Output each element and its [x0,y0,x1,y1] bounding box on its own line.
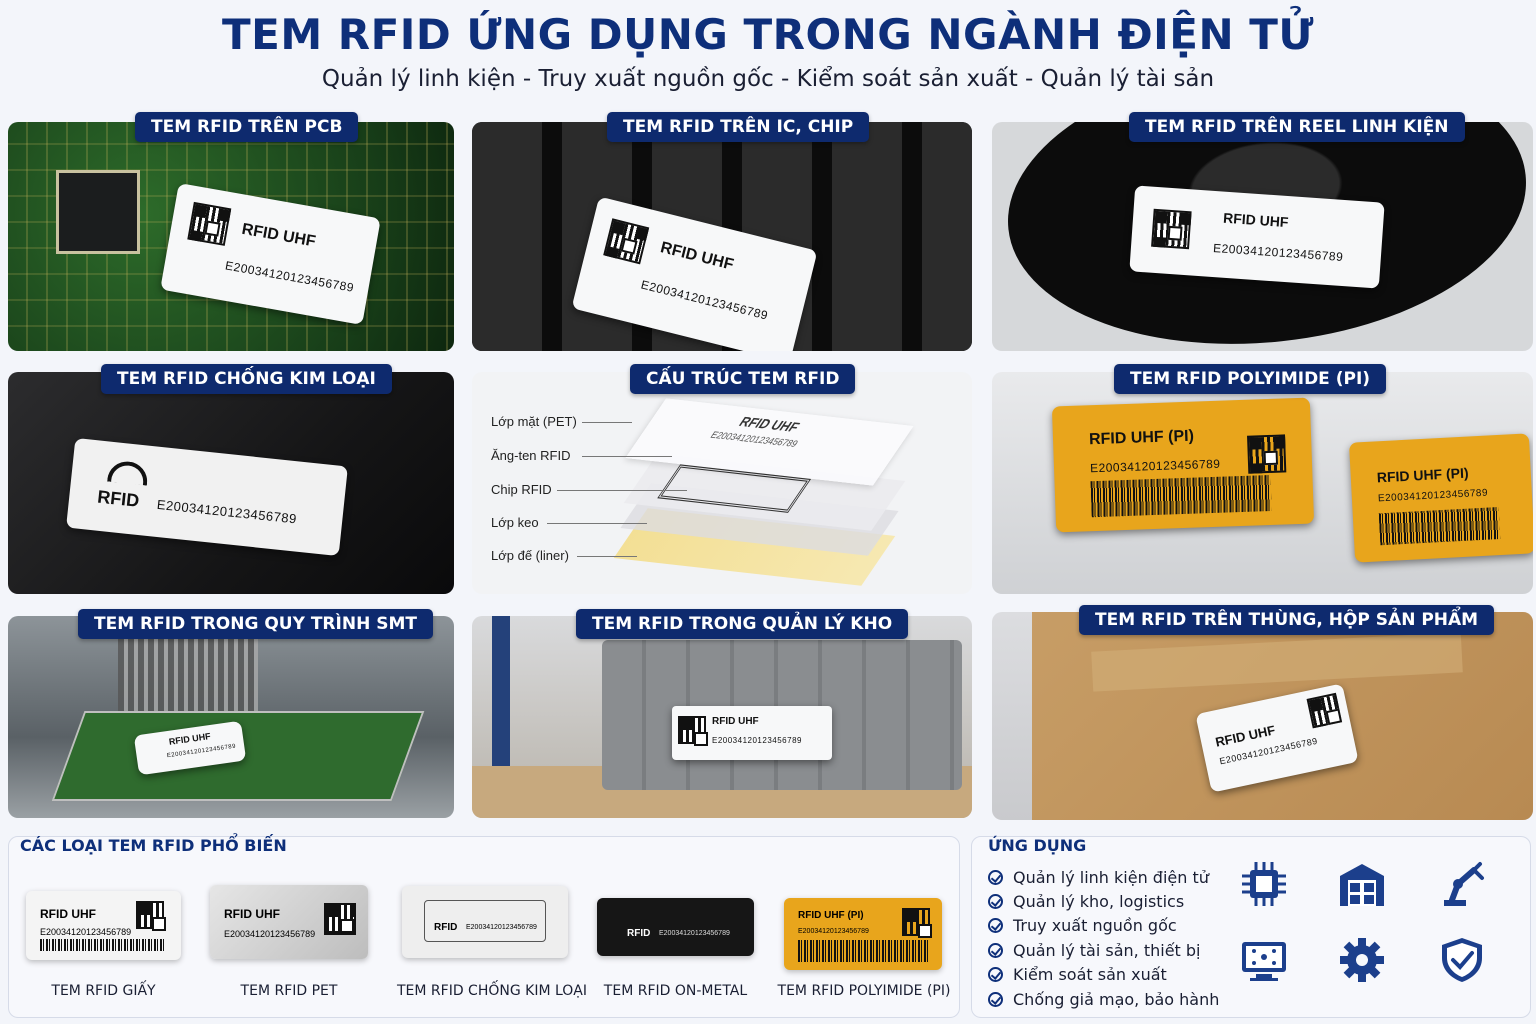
qr-code-icon [902,908,932,938]
tag-paper: RFID UHF E20034120123456789 [26,891,181,960]
qr-code-icon [136,901,166,931]
barcode-icon [1378,507,1501,546]
tag-polyimide: RFID UHF (PI) E20034120123456789 [784,898,942,970]
qr-code-icon [603,218,650,265]
layer-label-liner: Lớp đế (liner) [491,548,569,563]
caption-anti-metal: TEM RFID CHỐNG KIM LOẠI [396,983,588,999]
qr-code-icon [1151,208,1192,250]
panel-structure: RFID UHF E20034120123456789 [472,372,972,594]
caption-pet: TEM RFID PET [240,983,338,999]
monitor-network-icon [1242,942,1286,981]
chip-image [56,170,140,254]
panel-label-pcb: TEM RFID TRÊN PCB [135,112,359,142]
panel-label-structure: CẤU TRÚC TEM RFID [630,364,856,394]
storage-crate: RFID UHF E20034120123456789 [602,640,962,790]
tag-code: E20034120123456789 [1377,487,1489,505]
caption-polyimide: TEM RFID POLYIMIDE (PI) [777,983,951,999]
layer-label-face: Lớp mặt (PET) [491,414,577,429]
panel-pcb: RFID UHF E20034120123456789 [8,122,454,351]
tag-title: RFID UHF [712,716,759,727]
qr-code-icon [678,716,708,746]
app-item: Truy xuất nguồn gốc [988,916,1177,935]
panel-label-warehouse: TEM RFID TRONG QUẢN LÝ KHO [576,609,909,639]
rfid-tag-pi: RFID UHF (PI) E20034120123456789 [1051,397,1315,533]
rfid-tag-pi-2: RFID UHF (PI) E20034120123456789 [1348,433,1533,563]
tag-code: E20034120123456789 [1089,456,1221,476]
barcode-icon [40,939,166,951]
check-icon [988,918,1003,933]
check-icon [988,967,1003,982]
shield-check-icon [1442,938,1482,982]
tag-title: RFID [96,486,141,511]
rfid-tag: RFID E20034120123456789 [66,437,348,557]
tag-pet: RFID UHF E20034120123456789 [210,885,368,959]
qr-code-icon [187,201,232,246]
panel-label-ic-chip: TEM RFID TRÊN IC, CHIP [607,112,870,142]
rfid-signal-icon [107,459,150,486]
rfid-tag: RFID UHF E20034120123456789 [672,706,832,760]
app-item: Quản lý kho, logistics [988,892,1184,911]
tag-code: E20034120123456789 [712,736,802,745]
robot-arm-icon [1444,862,1484,906]
tag-title: RFID UHF (PI) [1376,464,1469,486]
layer-label-chip: Chip RFID [491,482,552,497]
tag-code: E20034120123456789 [156,496,298,527]
tag-title: RFID UHF [658,239,736,274]
qr-code-icon [1247,434,1287,474]
tag-title: RFID UHF (PI) [1088,427,1195,449]
barcode-icon [1090,474,1272,518]
check-icon [988,943,1003,958]
app-item: Quản lý linh kiện điện tử [988,868,1209,887]
panel-polyimide: RFID UHF (PI) E20034120123456789 RFID UH… [992,372,1533,594]
qr-code-icon [324,903,356,935]
caption-on-metal: TEM RFID ON-METAL [603,983,748,999]
check-icon [988,894,1003,909]
applications-section [971,836,1531,1018]
panel-label-anti-metal: TEM RFID CHỐNG KIM LOẠI [101,364,392,394]
page-title: TEM RFID ỨNG DỤNG TRONG NGÀNH ĐIỆN TỬ [222,10,1314,59]
app-item: Quản lý tài sản, thiết bị [988,941,1201,960]
panel-label-smt: TEM RFID TRONG QUY TRÌNH SMT [78,609,433,639]
tag-title: RFID UHF [735,413,803,435]
tag-title: RFID UHF [240,220,317,251]
panel-label-polyimide: TEM RFID POLYIMIDE (PI) [1114,364,1387,394]
check-icon [988,870,1003,885]
qr-code-icon [1306,692,1343,729]
app-item: Kiểm soát sản xuất [988,965,1167,984]
panel-warehouse: RFID UHF E20034120123456789 [472,616,972,818]
tag-code: E20034120123456789 [639,277,770,323]
rfid-tag: RFID UHF E20034120123456789 [1129,185,1385,289]
layer-label-adhesive: Lớp keo [491,515,539,530]
layer-label-antenna: Ăng-ten RFID [491,448,571,463]
tag-title: RFID UHF [168,731,212,747]
panel-box: RFID UHF E20034120123456789 [992,612,1533,820]
page-subtitle: Quản lý linh kiện - Truy xuất nguồn gốc … [321,66,1215,92]
types-section-title: CÁC LOẠI TEM RFID PHỔ BIẾN [20,836,287,855]
panel-anti-metal: RFID E20034120123456789 [8,372,454,594]
app-item: Chống giả mạo, bảo hành [988,990,1219,1009]
panel-reel: RFID UHF E20034120123456789 [992,122,1533,351]
tag-code: E20034120123456789 [224,258,356,295]
chip-icon [1242,862,1286,906]
tag-code: E20034120123456789 [166,743,237,760]
barcode-icon [798,940,928,962]
caption-paper: TEM RFID GIẤY [51,983,156,999]
warehouse-icon [1340,864,1384,906]
applications-title: ỨNG DỤNG [988,836,1087,855]
gear-icon [1340,938,1384,982]
panel-ic-chip: RFID UHF E20034120123456789 [472,122,972,351]
panel-label-reel: TEM RFID TRÊN REEL LINH KIỆN [1129,112,1465,142]
tag-code: E20034120123456789 [1212,240,1344,265]
tag-title: RFID UHF [1222,209,1289,231]
check-icon [988,992,1003,1007]
panel-label-box: TEM RFID TRÊN THÙNG, HỘP SẢN PHẨM [1079,605,1495,635]
tag-on-metal: RFID E20034120123456789 [597,898,754,956]
tag-anti-metal: RFID E20034120123456789 [402,886,568,958]
panel-smt: RFID UHF E20034120123456789 [8,616,454,818]
